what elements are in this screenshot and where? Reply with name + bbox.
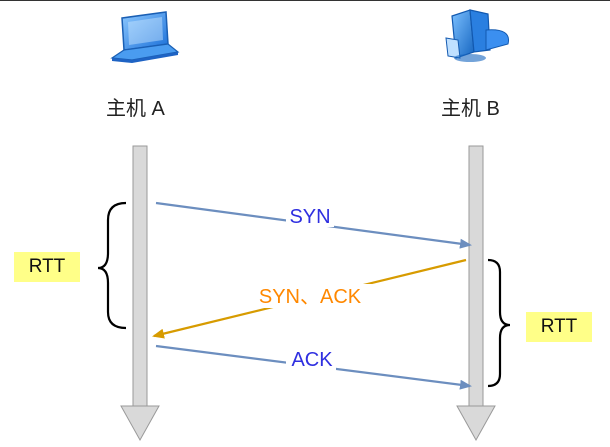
host-a-label: 主机 A: [106, 98, 165, 120]
rtt-brace-right: [487, 258, 511, 388]
syn-label: SYN: [289, 206, 330, 228]
syn-ack-label: SYN、ACK: [259, 286, 362, 308]
rtt-label-left: RTT: [14, 252, 80, 282]
ack-label: ACK: [291, 349, 333, 371]
desktop-computer-icon: [445, 9, 510, 62]
host-b-label: 主机 B: [441, 98, 500, 120]
laptop-icon: [110, 11, 180, 63]
top-border-line: [0, 0, 610, 1]
timeline-host-a: [120, 145, 160, 442]
syn-label-bg: [286, 205, 334, 227]
rtt-brace-left: [97, 201, 127, 330]
ack-label-bg: [286, 348, 336, 370]
rtt-label-right: RTT: [526, 312, 592, 342]
syn-ack-label-bg: [248, 284, 372, 308]
timeline-host-b: [456, 145, 496, 442]
